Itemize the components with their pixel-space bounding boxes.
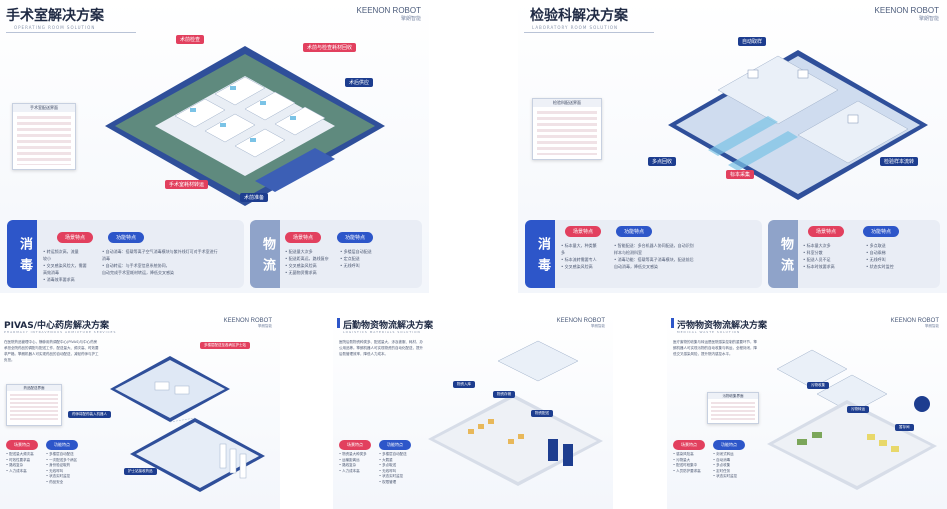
scene-features-text: • 感染风险高 • 污物量大 • 配送时段集中 • 人员防护要求高 xyxy=(673,452,701,473)
waste-screen-callout: 污物收集界面 xyxy=(707,392,759,424)
label-preop-check: 术前检查 xyxy=(176,35,205,44)
delivery-screen-callout: 药品配送界面 xyxy=(6,384,62,426)
label-preop-prepare: 术前准备 xyxy=(240,193,269,202)
scene-features-text-2: • 标本量大次多 • 科室分散 • 配送人员不足 • 标本时效要求高 xyxy=(803,243,835,269)
delivery-screen-callout: 手术室配送界面 xyxy=(12,103,76,170)
page-title: 后勤物资物流解决方案 xyxy=(343,321,434,331)
panel-medical-waste: 污物物资物流解决方案 MEDICAL WASTE SOLUTION KEENON… xyxy=(667,314,947,509)
title-bar-accent xyxy=(337,318,340,328)
brand-logo: KEENON ROBOT 擎朗智能 xyxy=(356,6,421,22)
scene-features-text: • 转运频次高，流量 较小 • 交叉感染风险大，需要 高效消毒 • 消毒效率要求… xyxy=(43,249,87,282)
panel-logistics: 后勤物资物流解决方案 LOGISTICS MATERIALS SOLUTION … xyxy=(333,314,613,509)
label-delivery: 物资配送 xyxy=(531,410,553,417)
function-features-text: • 多楼层自动配送 • 大载重 • 多点取送 • 无线呼叫 • 状态实时监控 •… xyxy=(379,452,407,484)
label-storage: 物资存储 xyxy=(493,391,515,398)
title-bar-accent xyxy=(671,318,674,328)
title-underline xyxy=(6,32,136,33)
pill-scene-features: 场景特点 xyxy=(6,440,38,450)
pill-function-features: 功能特点 xyxy=(713,440,745,450)
pill-function-features: 功能特点 xyxy=(616,226,653,237)
pivas-floor-plan xyxy=(110,356,265,492)
pill-scene-features: 场景特点 xyxy=(565,226,602,237)
pill-function-features-2: 功能特点 xyxy=(863,226,900,237)
label-waste-collection: 污物收集 xyxy=(807,382,829,389)
pill-function-features-2: 功能特点 xyxy=(337,232,374,243)
label-recycle: 术前与检查耗材回收 xyxy=(303,43,357,52)
scene-features-text: • 配送量大频次高 • 时效性要求高 • 路线复杂 • 人力成本高 xyxy=(6,452,34,473)
function-features-text: • 多楼层自动配送 • 一次配送多个病区 • 身份验证取药 • 无线呼叫 • 状… xyxy=(46,452,78,484)
label-waste-transfer: 污物转运 xyxy=(847,406,869,413)
pill-scene-features-2: 场景特点 xyxy=(808,226,845,237)
page-title: 污物物资物流解决方案 xyxy=(677,321,768,331)
page-subtitle: LOGISTICS MATERIALS SOLUTION xyxy=(343,330,421,334)
page-title: PIVAS/中心药房解决方案 xyxy=(4,321,110,331)
intro-paragraph: 在医院药品管理中心，静脉用药调配中心(PIVAS)与中心药房承担全院药品的调配与… xyxy=(4,340,99,362)
label-nurse-receive: 护士站接收药品 xyxy=(124,468,157,475)
feature-band-right-char: 物流 xyxy=(260,237,275,279)
brand-logo: KEENON ROBOT 擎朗智能 xyxy=(874,6,939,22)
pill-scene-features: 场景特点 xyxy=(339,440,371,450)
delivery-screen-callout: 检验科配送界面 xyxy=(532,98,602,160)
panel-pivas: PIVAS/中心药房解决方案 PHARMACY INTRAVENOUS ADMI… xyxy=(0,314,280,509)
medical-waste-floor-plan xyxy=(767,349,937,490)
panel-laboratory: 检验科解决方案 LABORATORY ROOM SOLUTION KEENON … xyxy=(518,0,947,293)
label-consumables-transfer: 手术室耗材转运 xyxy=(165,180,209,189)
function-features-text: • 智能配送：多台机器人协同配送，自动识别 样本与检测科室 • 消毒功能：搭载等… xyxy=(614,243,694,269)
page-subtitle: LABORATORY ROOM SOLUTION xyxy=(532,25,618,30)
page-subtitle: MEDICAL WASTE SOLUTION xyxy=(677,330,741,334)
pill-function-features: 功能特点 xyxy=(46,440,78,450)
feature-band-right-badge xyxy=(250,220,280,288)
intro-paragraph: 医院后勤物资种类多、配送量大，涉及被服、耗材、办公用品等。擎朗机器人可实现物资的… xyxy=(339,340,423,356)
label-multi-point-recycle: 多点回收 xyxy=(648,157,677,166)
brand-logo: KEENON ROBOT 擎朗智能 xyxy=(556,318,605,328)
scene-features-text: • 物资量大种类多 • 运输距离远 • 路线复杂 • 人力成本高 xyxy=(339,452,367,473)
label-pharmacist-load: 药师将配药装入机器人 xyxy=(68,411,111,418)
pill-scene-features: 场景特点 xyxy=(57,232,94,243)
function-features-text-2: • 多点取送 • 自动乘梯 • 无线呼叫 • 状态实时监控 xyxy=(866,243,894,269)
label-specimen-collection: 标本采集 xyxy=(726,170,755,179)
brand-logo: KEENON ROBOT 擎朗智能 xyxy=(890,318,939,328)
feature-band-left-badge xyxy=(7,220,37,288)
label-temp-storage: 暂存间 xyxy=(895,424,914,431)
page-title: 检验科解决方案 xyxy=(530,8,628,24)
label-postop-supply: 术后供应 xyxy=(345,78,374,87)
intro-paragraph: 医疗废物的收集与转运是医院感染控制的重要环节，擎朗机器人可实现污物的自动收集与转… xyxy=(673,340,757,356)
function-features-text: • 封闭式转运 • 自动消毒 • 多点收集 • 定时任务 • 状态实时监控 xyxy=(713,452,738,478)
function-features-text-2: • 多楼层自动配送 • 定点配送 • 无线呼叫 xyxy=(340,249,372,268)
label-multi-floor-delivery: 多楼层配送至各病区护士站 xyxy=(200,342,250,349)
pill-function-features: 功能特点 xyxy=(108,232,145,243)
function-features-text: • 自动消毒：搭载等离子空气消毒模块与紫外线灯可对手术室进行 消毒 • 自动转运… xyxy=(102,249,218,275)
panel-operating-room: 手术室解决方案 OPERATING ROOM SOLUTION KEENON R… xyxy=(0,0,429,293)
feature-band-left xyxy=(7,220,244,288)
laboratory-floor-plan xyxy=(668,50,928,200)
pill-scene-features-2: 场景特点 xyxy=(285,232,322,243)
feature-band-right-badge xyxy=(768,220,798,288)
feature-band-left-char: 消毒 xyxy=(535,237,550,279)
label-auto-sampling: 自动取样 xyxy=(738,37,767,46)
page-title: 手术室解决方案 xyxy=(6,8,104,24)
feature-band-right-char: 物流 xyxy=(778,237,793,279)
feature-band-left-char: 消毒 xyxy=(17,237,32,279)
label-sample-flow: 检验样本流转 xyxy=(880,157,919,166)
label-inbound: 物资入库 xyxy=(453,381,475,388)
pill-scene-features: 场景特点 xyxy=(673,440,705,450)
page-subtitle: PHARMACY INTRAVENOUS ADMIXTURE SERVICES xyxy=(4,330,117,334)
operating-room-floor-plan xyxy=(105,46,385,206)
logistics-floor-plan xyxy=(428,340,603,486)
scene-features-text-2: • 配送量大次多 • 配送距离远，路线复杂 • 交叉感染风险高 • 无菌物资需求… xyxy=(285,249,329,275)
brand-logo: KEENON ROBOT 擎朗智能 xyxy=(223,318,272,328)
title-underline xyxy=(524,32,654,33)
feature-band-left-badge xyxy=(525,220,555,288)
scene-features-text: • 标本量大，种类繁 多 • 标本流转需要专人 • 交叉感染风险高 xyxy=(561,243,597,269)
pill-function-features: 功能特点 xyxy=(379,440,411,450)
page-subtitle: OPERATING ROOM SOLUTION xyxy=(14,25,96,30)
